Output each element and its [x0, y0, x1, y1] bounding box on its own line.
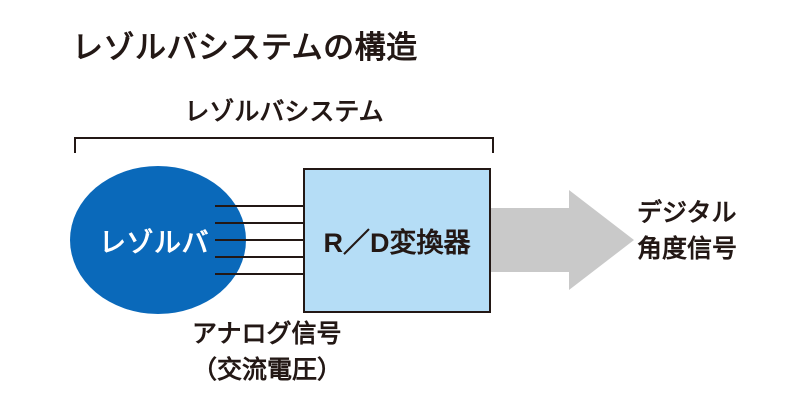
rd-converter-node: R／D変換器 [303, 168, 491, 313]
page-title: レゾルバシステムの構造 [72, 30, 418, 65]
analog-signal-line-5 [215, 273, 307, 275]
analog-signal-label-line1: アナログ信号 [192, 320, 342, 348]
analog-signal-label-line2: （交流電圧） [192, 355, 343, 384]
analog-signal-label: アナログ信号 （交流電圧） [192, 317, 342, 388]
bracket-group-label: レゾルバシステム [184, 98, 384, 126]
analog-signal-line-4 [215, 256, 307, 258]
digital-output-label: デジタル 角度信号 [637, 196, 737, 267]
rd-converter-node-label: R／D変換器 [323, 228, 471, 258]
system-scope-bracket [74, 137, 494, 153]
digital-output-label-line1: デジタル [637, 199, 737, 227]
digital-output-arrow-icon [491, 190, 634, 290]
analog-signal-line-3 [215, 239, 307, 241]
analog-signal-line-2 [215, 222, 307, 224]
analog-signal-line-1 [215, 205, 307, 207]
resolver-node-label: レゾルバ [99, 227, 209, 258]
digital-output-label-line2: 角度信号 [637, 234, 738, 263]
